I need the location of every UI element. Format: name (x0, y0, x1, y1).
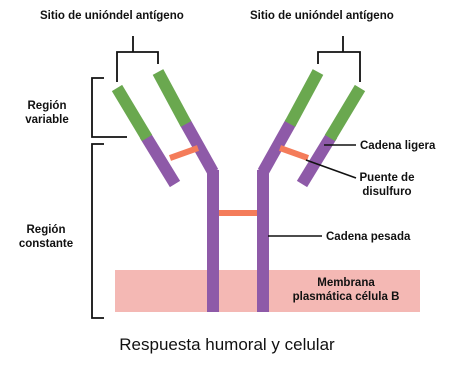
heavy-chain-left-arm-variable (158, 72, 186, 124)
heavy-chain-right-arm-constant (263, 122, 291, 172)
disulfide-bridge-left (170, 148, 198, 158)
membrane-label: Membrana plasmática célula B (276, 276, 416, 304)
binding-site-label-left: Sitio de uniónd­el antígeno (40, 9, 184, 23)
disulfide-line1: Puente de (348, 171, 426, 185)
light-chain-left-variable (117, 88, 147, 138)
region-variable-line1: Región (14, 99, 80, 113)
binding-site-bracket-left (117, 52, 158, 82)
disulfide-bridge-right (280, 148, 308, 158)
binding-site-label-right: Sitio de uniónd­el antígeno (250, 9, 394, 23)
binding-site-bracket-right (318, 52, 360, 82)
light-chain-left-constant (145, 135, 175, 184)
light-chain-label: Cadena ligera (360, 139, 435, 153)
region-constant-line1: Región (10, 223, 82, 237)
disulfide-label: Puente de disulfuro (348, 171, 426, 199)
heavy-chain-right-arm-variable (290, 72, 318, 124)
light-chain-right-variable (330, 88, 360, 138)
region-constant-line2: constante (10, 237, 82, 251)
region-variable-line2: variable (14, 113, 80, 127)
heavy-chain-left-arm-constant (185, 122, 213, 172)
region-constant-bracket (92, 144, 104, 318)
region-variable-label: Región variable (14, 99, 80, 127)
heavy-chain-label: Cadena pesada (326, 230, 410, 244)
membrane-line2: plasmática célula B (276, 290, 416, 304)
figure-caption: Respuesta humoral y celular (0, 335, 454, 355)
region-constant-label: Región constante (10, 223, 82, 251)
disulfide-line2: disulfuro (348, 185, 426, 199)
membrane-line1: Membrana (276, 276, 416, 290)
